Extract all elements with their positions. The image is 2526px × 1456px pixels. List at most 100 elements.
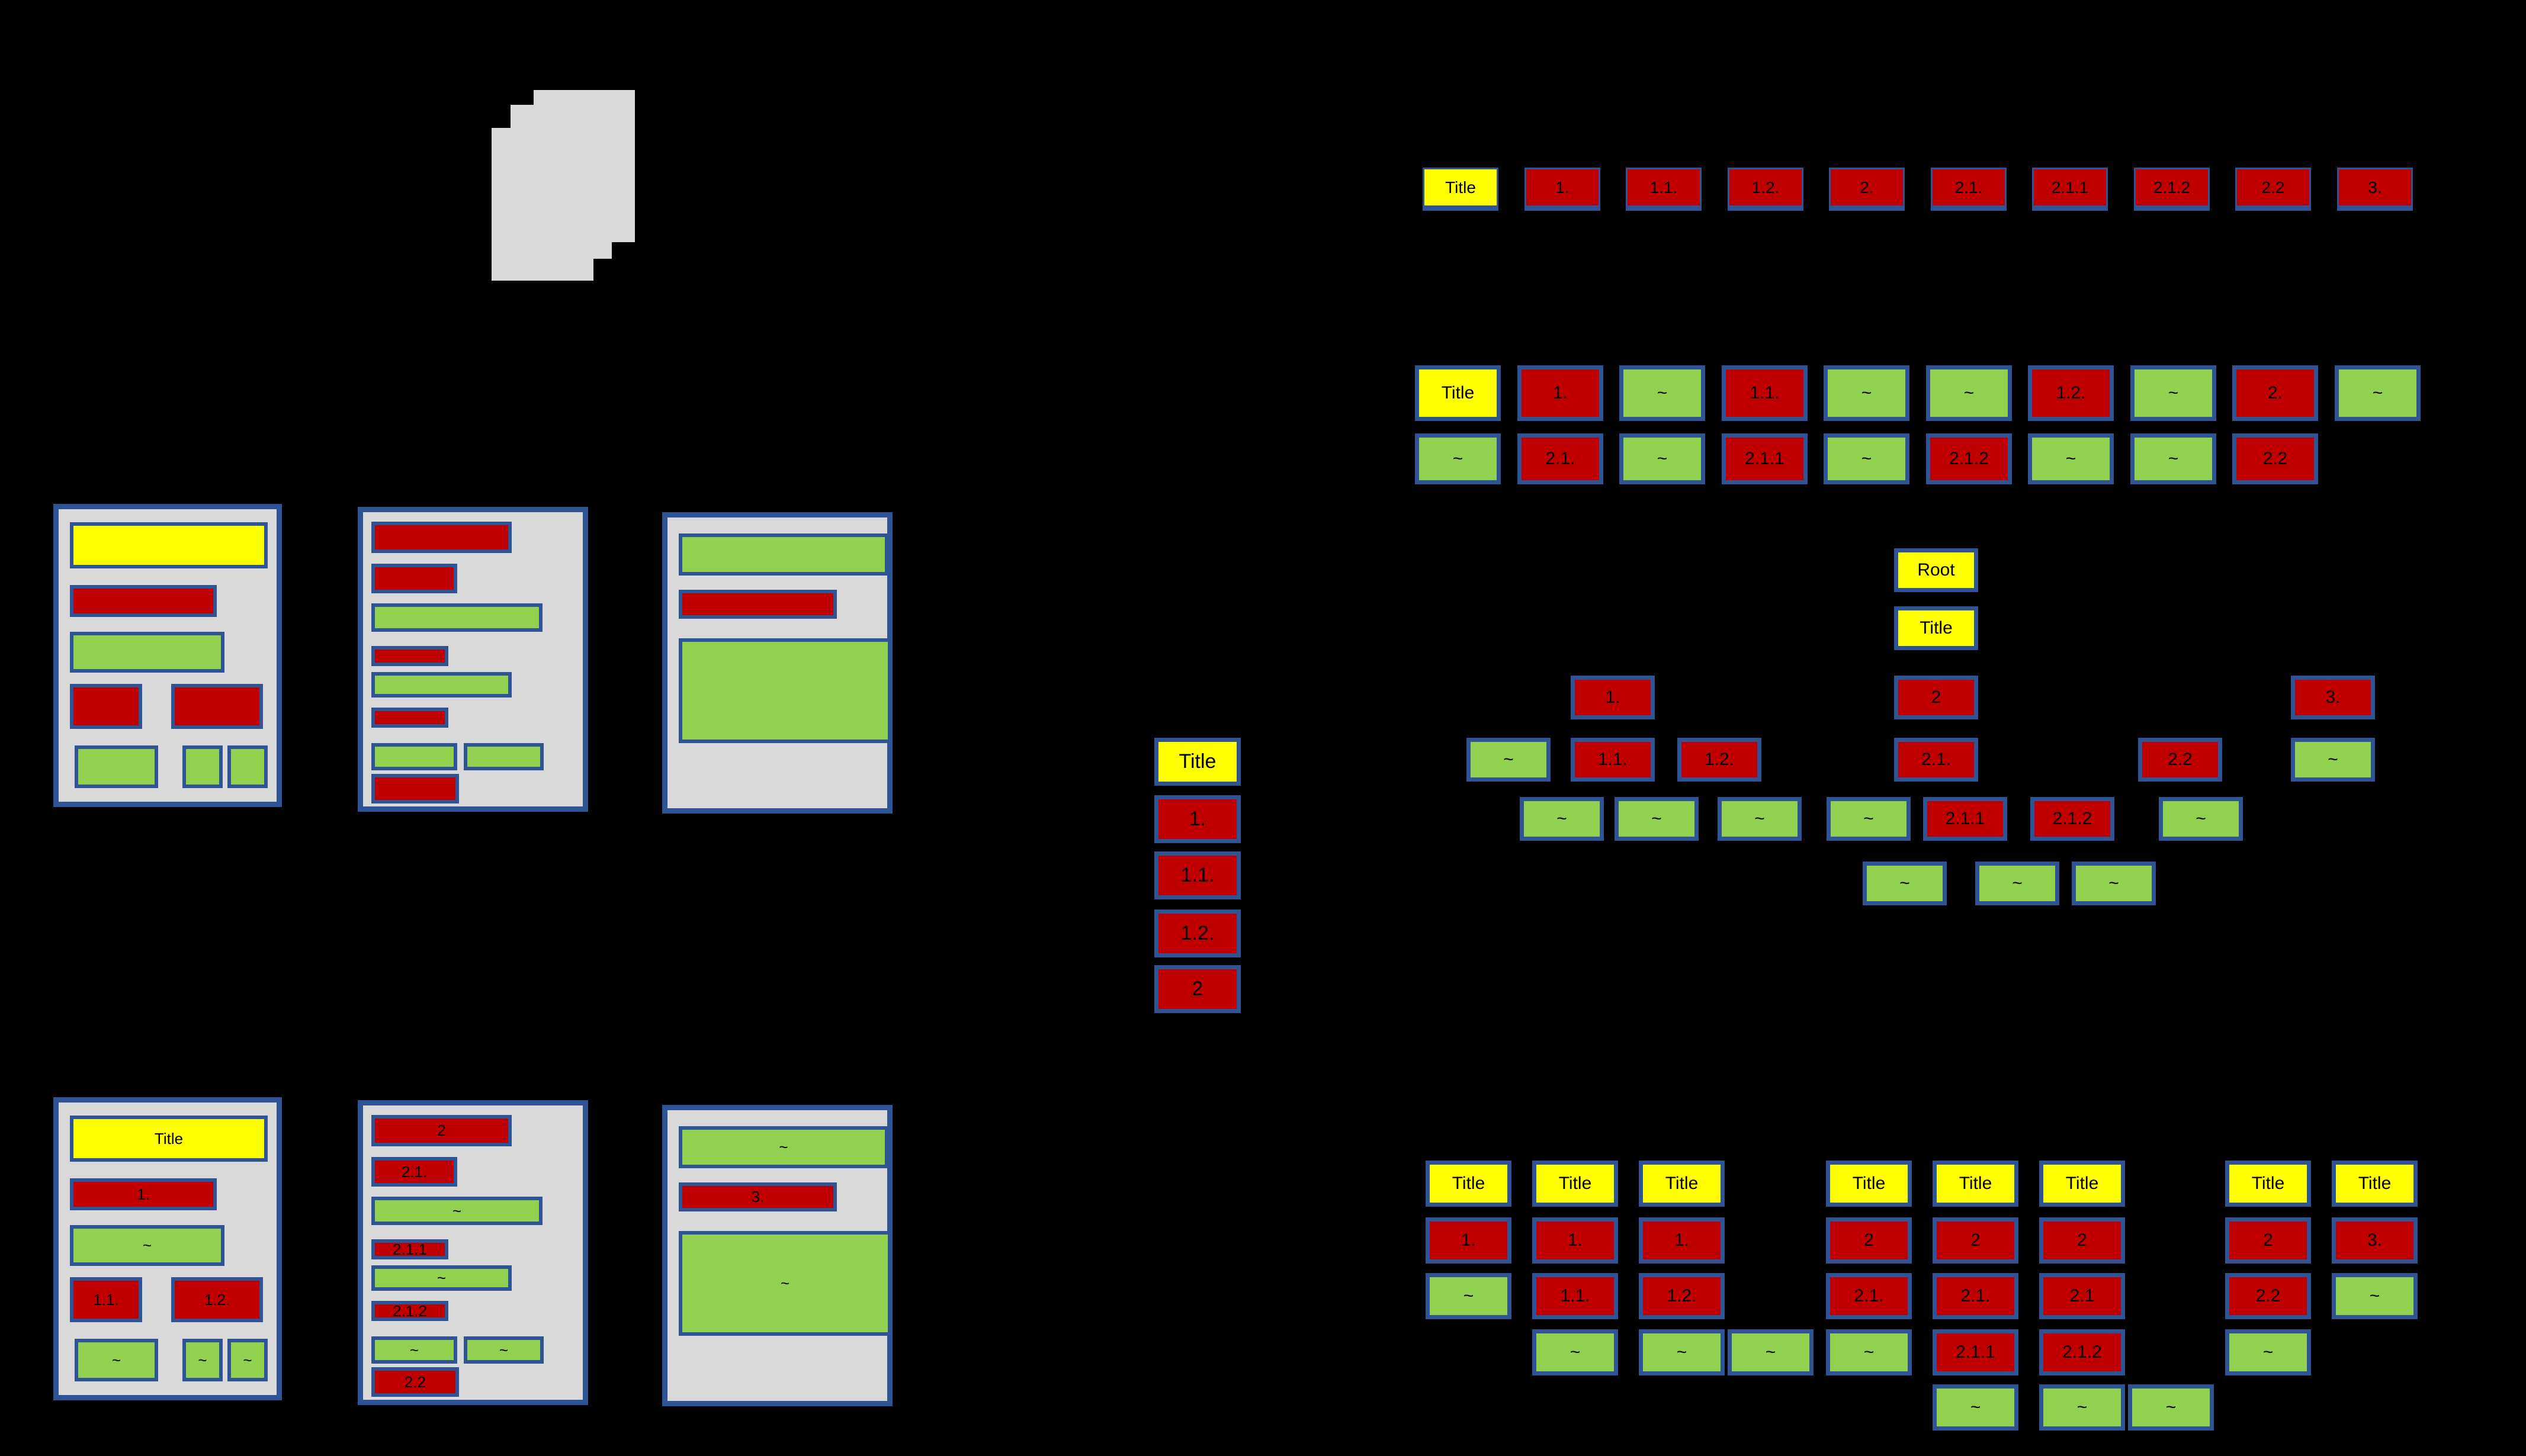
page-block: Title <box>70 1116 268 1162</box>
document-panel <box>662 512 893 814</box>
page-block: ~ <box>75 1339 158 1381</box>
page-block: 3. <box>679 1182 837 1211</box>
wrapped-row-box: ~ <box>2335 365 2421 421</box>
wrapped-row-box: ~ <box>1824 433 1909 484</box>
wrapped-row-box: 2.1. <box>1517 433 1603 484</box>
chunk-cell: 1. <box>1426 1217 1511 1264</box>
chunk-cell: Title <box>2225 1161 2311 1207</box>
toc-box: Title <box>1154 738 1241 786</box>
page-block <box>371 774 459 803</box>
page-block: 2 <box>371 1115 512 1146</box>
chunk-cell: 1. <box>1639 1217 1725 1264</box>
chunk-cell: ~ <box>2128 1384 2214 1431</box>
chunk-cell: 2 <box>1826 1217 1912 1264</box>
wrapped-row-box: ~ <box>1619 365 1705 421</box>
sequence-box: 1.1. <box>1626 168 1702 211</box>
chunk-cell: Title <box>1532 1161 1618 1207</box>
page-block: ~ <box>464 1336 544 1364</box>
tree-node: ~ <box>1520 797 1604 841</box>
toc-box: 1.2. <box>1154 909 1241 957</box>
wrapped-row-box: ~ <box>1926 365 2012 421</box>
wrapped-row-box: 1.1. <box>1722 365 1808 421</box>
chunk-cell: ~ <box>1532 1329 1618 1375</box>
tree-node: ~ <box>2072 862 2156 905</box>
sequence-box: 1. <box>1524 168 1600 211</box>
sequence-box: Title <box>1423 168 1498 211</box>
page-block <box>371 672 512 698</box>
page-block <box>679 590 837 619</box>
tree-node: 1.1. <box>1571 738 1655 782</box>
page-block: 1. <box>70 1178 217 1210</box>
wrapped-row-box: 1. <box>1517 365 1603 421</box>
tree-node: 2.1.2 <box>2030 797 2114 841</box>
wrapped-row-box: 2. <box>2232 365 2318 421</box>
tree-node: 2 <box>1894 676 1978 719</box>
toc-box: 1. <box>1154 795 1241 843</box>
chunk-cell: 2.1. <box>1826 1273 1912 1319</box>
chunk-cell: 2 <box>1933 1217 2018 1264</box>
wrapped-row-box: 2.2 <box>2232 433 2318 484</box>
chunk-cell: 1. <box>1532 1217 1618 1264</box>
chunk-cell: 2 <box>2039 1217 2125 1264</box>
page-block <box>70 684 142 729</box>
document-panel <box>358 507 588 812</box>
page-block: 1.1. <box>70 1277 142 1322</box>
tree-node: 3. <box>2291 676 2375 719</box>
chunk-cell: Title <box>1426 1161 1511 1207</box>
chunk-cell: 1.1. <box>1532 1273 1618 1319</box>
chunk-cell: ~ <box>1639 1329 1725 1375</box>
page-block <box>70 585 217 617</box>
chunk-cell: 1.2. <box>1639 1273 1725 1319</box>
tree-node: ~ <box>1615 797 1699 841</box>
chunk-cell: 2.1 <box>2039 1273 2125 1319</box>
chunk-cell: ~ <box>1933 1384 2018 1431</box>
page-block <box>171 684 263 729</box>
page-block: ~ <box>371 1265 512 1291</box>
tree-node: 1. <box>1571 676 1655 719</box>
tree-node: ~ <box>1975 862 2059 905</box>
sequence-box: 2.1. <box>1931 168 2007 211</box>
wrapped-row-box: ~ <box>1824 365 1909 421</box>
chunk-cell: Title <box>1933 1161 2018 1207</box>
wrapped-row-box: 1.2. <box>2028 365 2114 421</box>
toc-box: 1.1. <box>1154 851 1241 899</box>
chunk-cell: ~ <box>1728 1329 1814 1375</box>
sequence-box: 2.1.2 <box>2134 168 2210 211</box>
chunk-cell: Title <box>2039 1161 2125 1207</box>
chunk-cell: 2.1.1 <box>1933 1329 2018 1375</box>
chunk-cell: ~ <box>1826 1329 1912 1375</box>
tree-node: Title <box>1894 606 1978 650</box>
page-block: ~ <box>182 1339 223 1381</box>
page-block: ~ <box>371 1197 543 1225</box>
page-block <box>371 646 448 666</box>
chunk-cell: ~ <box>1426 1273 1511 1319</box>
chunk-cell: 2.1. <box>1933 1273 2018 1319</box>
sequence-box: 2.1.1 <box>2032 168 2108 211</box>
page-block: ~ <box>70 1225 224 1266</box>
sequence-box: 2. <box>1829 168 1905 211</box>
tree-node: 2.1. <box>1894 738 1978 782</box>
tree-node: Root <box>1894 548 1978 592</box>
page-block: ~ <box>227 1339 268 1381</box>
wrapped-row-box: ~ <box>1415 433 1501 484</box>
page-block: 2.1.1 <box>371 1239 448 1259</box>
tree-node: 2.2 <box>2138 738 2222 782</box>
page-block <box>679 533 888 576</box>
tree-node: ~ <box>1863 862 1947 905</box>
wrapped-row-box: 2.1.1 <box>1722 433 1808 484</box>
tree-node: 1.2. <box>1677 738 1761 782</box>
chunk-cell: 3. <box>2332 1217 2418 1264</box>
chunk-cell: Title <box>2332 1161 2418 1207</box>
chunk-cell: ~ <box>2332 1273 2418 1319</box>
chunk-cell: ~ <box>2225 1329 2311 1375</box>
page-block: 2.1.2 <box>371 1301 448 1321</box>
chunk-cell: Title <box>1826 1161 1912 1207</box>
tree-node: ~ <box>2291 738 2375 782</box>
wrapped-row-box: Title <box>1415 365 1501 421</box>
sequence-box: 2.2 <box>2235 168 2311 211</box>
document-page <box>492 128 593 281</box>
tree-node: ~ <box>1827 797 1911 841</box>
page-block <box>371 603 543 632</box>
